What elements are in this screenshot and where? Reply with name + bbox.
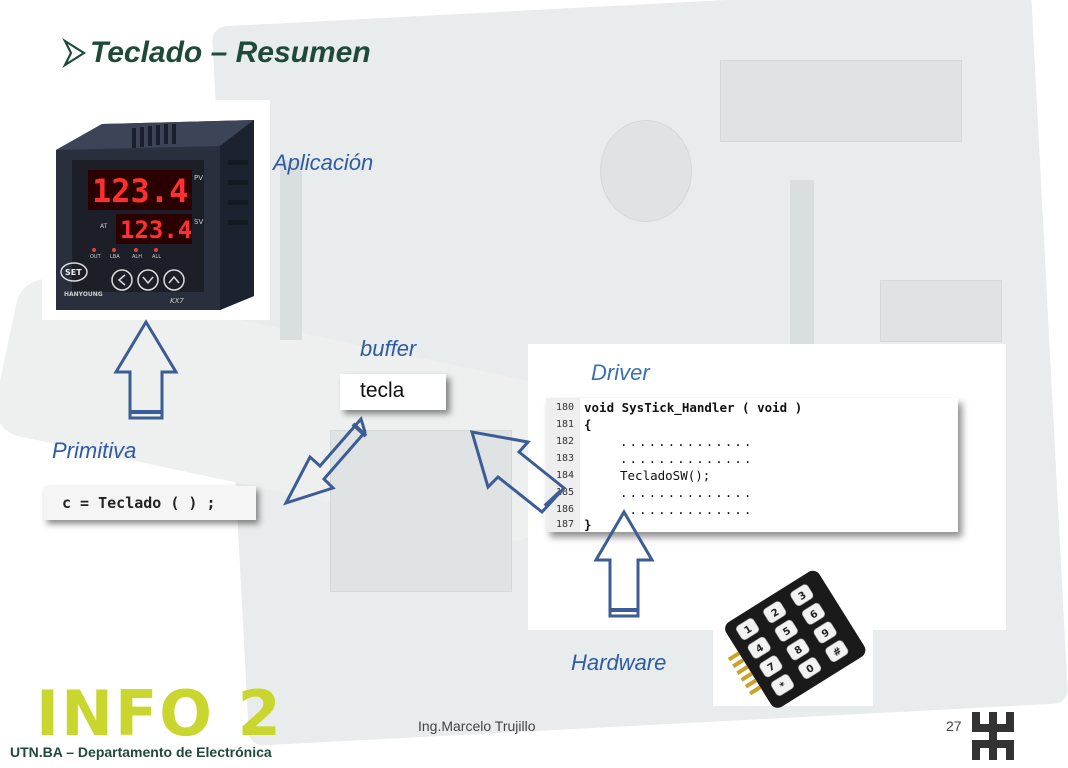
down-button-icon	[137, 269, 159, 291]
sv-display: 123.4	[120, 216, 192, 244]
code-text: TecladoSW();	[620, 468, 711, 483]
indicator-label: LBA	[110, 254, 120, 260]
department-label: UTN.BA – Departamento de Electrónica	[10, 744, 272, 760]
pv-tag: PV	[194, 174, 203, 182]
keypad-key: 4	[754, 642, 766, 655]
title-text: Teclado – Resumen	[90, 36, 371, 69]
code-line: 182 ..............	[546, 433, 753, 450]
keypad-key: 3	[797, 590, 809, 603]
keypad-key: 5	[781, 626, 793, 639]
indicator-label: ALL	[152, 254, 161, 260]
board-chip	[720, 60, 962, 142]
code-text: ..............	[620, 485, 754, 500]
line-number: 181	[555, 419, 574, 430]
code-line: 187 }	[546, 516, 592, 533]
board-header-strip	[280, 160, 302, 340]
line-number: 187	[555, 519, 574, 530]
code-line: 181 {	[546, 416, 592, 433]
info2-logo-text: INFO 2	[36, 677, 283, 750]
primitive-code-box: c = Teclado ( ) ;	[44, 486, 256, 520]
primitive-code-text: c = Teclado ( ) ;	[62, 494, 216, 512]
indicator-label: AT	[100, 223, 108, 230]
code-text: ..............	[620, 434, 754, 449]
code-text: {	[584, 417, 592, 432]
left-button-icon	[111, 269, 133, 291]
indicator-label: OUT	[90, 254, 102, 260]
board-sd-slot	[330, 430, 512, 592]
board-connector	[880, 280, 1002, 342]
author-label: Ing.Marcelo Trujillo	[418, 718, 536, 734]
buffer-content: tecla	[360, 379, 405, 402]
set-button-icon	[60, 262, 88, 282]
model-label: KX7	[170, 297, 184, 305]
keypad-key: 2	[770, 607, 782, 620]
keypad-key: *	[778, 680, 789, 693]
code-text: ..............	[620, 451, 754, 466]
code-line: 180 void SysTick_Handler ( void )	[546, 399, 802, 416]
indicator-label: ALH	[132, 254, 142, 260]
buffer-box: tecla	[340, 374, 446, 410]
line-number: 186	[555, 504, 574, 515]
line-number: 184	[555, 470, 574, 481]
arrow-bullet-icon	[62, 37, 87, 69]
label-hardware: Hardware	[571, 650, 667, 675]
code-line: 183 ..............	[546, 450, 753, 467]
slide-title: Teclado – Resumen	[62, 36, 371, 70]
line-number: 185	[555, 487, 574, 498]
keypad-key: 0	[805, 663, 817, 676]
sv-tag: SV	[194, 218, 203, 226]
controller-image: 123.4 123.4 PV SV AT OUT LBA ALH ALL SET…	[42, 100, 270, 320]
driver-code-box: 180 void SysTick_Handler ( void ) 181 { …	[546, 398, 958, 532]
code-text: ..............	[620, 502, 754, 517]
up-button-icon	[163, 269, 185, 291]
label-primitiva: Primitiva	[52, 438, 137, 463]
keypad-key: 8	[793, 644, 805, 657]
keypad-key: 7	[766, 661, 778, 674]
label-driver: Driver	[591, 360, 650, 385]
keypad-key: 6	[808, 609, 820, 622]
line-number: 183	[555, 453, 574, 464]
label-aplicacion: Aplicación	[273, 150, 374, 175]
keypad-key: 1	[742, 624, 754, 637]
board-battery	[600, 120, 692, 222]
code-text: }	[584, 517, 592, 532]
code-line: 185 ..............	[546, 484, 753, 501]
line-number: 182	[555, 436, 574, 447]
utn-logo-icon	[972, 712, 1014, 760]
set-label: SET	[65, 268, 82, 277]
label-buffer: buffer	[360, 336, 417, 361]
keypad-key: 9	[820, 627, 832, 640]
line-number: 180	[555, 402, 574, 413]
pv-display: 123.4	[92, 172, 188, 210]
code-text: void SysTick_Handler ( void )	[584, 400, 803, 415]
code-line: 184 TecladoSW();	[546, 467, 710, 484]
info2-logo: INFO 2	[36, 677, 281, 750]
keypad-image: 1 2 3 4 5 6 7 8 9 * 0 #	[713, 570, 873, 708]
brand-label: HANYOUNG	[64, 291, 103, 298]
page-number: 27	[946, 718, 962, 734]
